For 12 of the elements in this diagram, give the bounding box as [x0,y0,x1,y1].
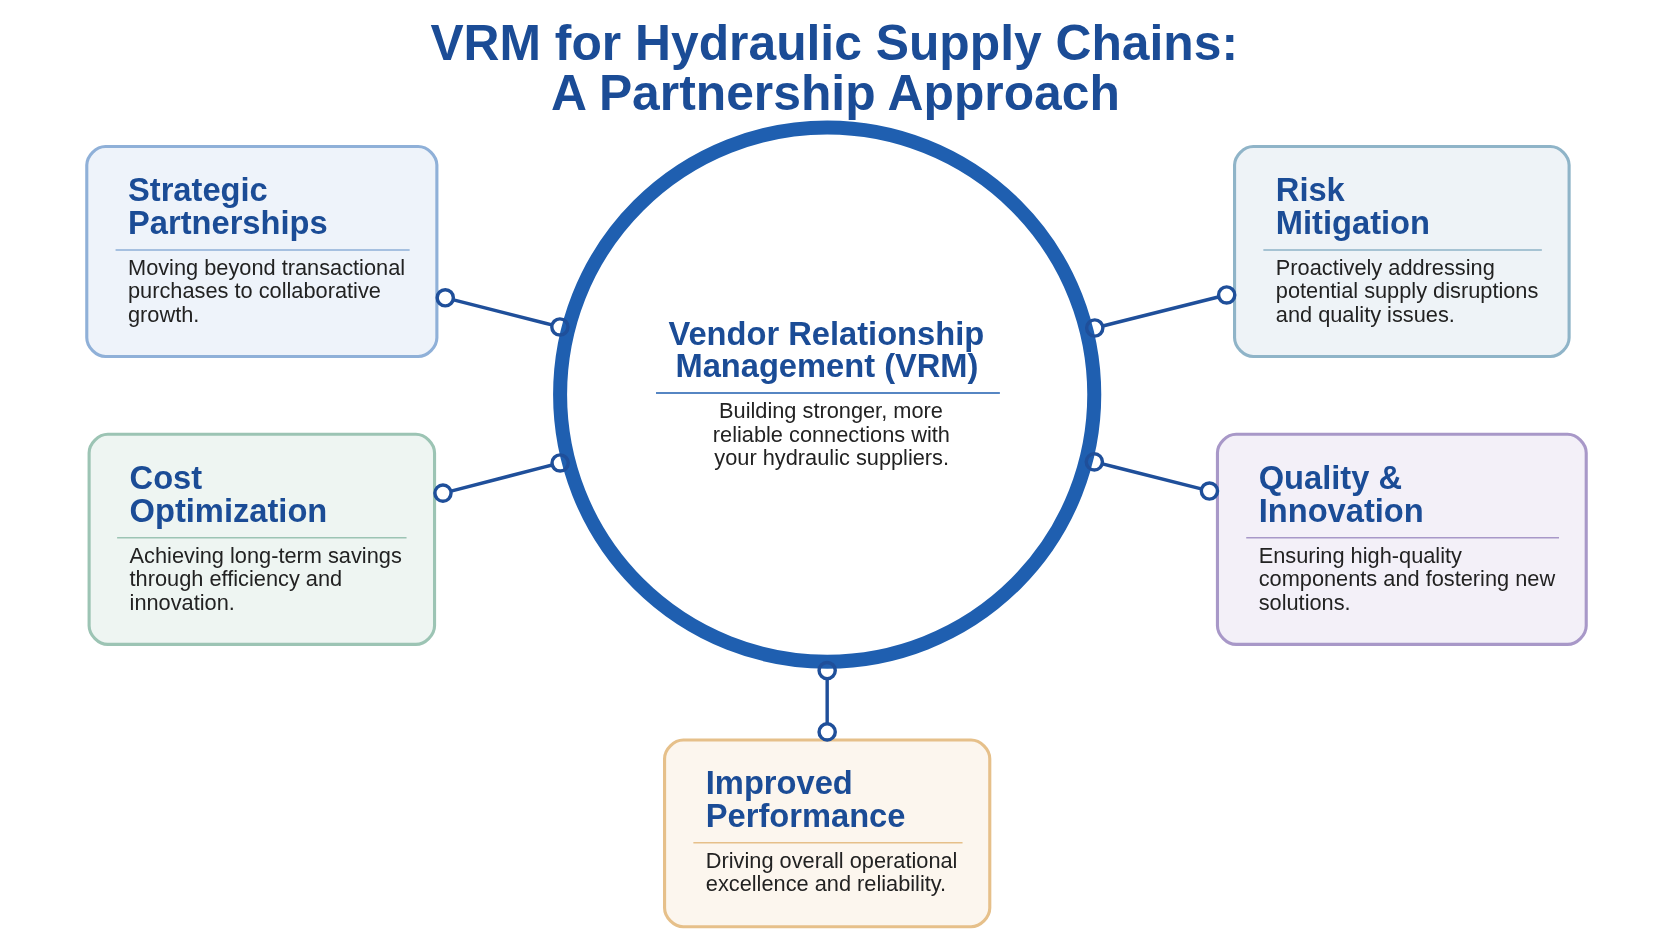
connector [432,452,570,503]
node-box: Quality & Innovation Ensuring high-quality components and fostering new solutions. [1215,432,1588,646]
connector [1084,451,1219,501]
node-box: Improved Performance Driving overall operational excellence and reliability. [662,738,991,928]
diagram-title: VRM for Hydraulic Supply Chains: A Partnership Approach [429,14,1238,121]
connector [434,287,570,337]
node-circle: Vendor Relationship Management (VRM) Building stronger, more reliable connections with your hydraulic suppliers. [552,120,1101,669]
connector [1084,284,1236,338]
node-box: Strategic Partnerships Moving beyond transactional purchases to collaborative growth. [84,144,438,358]
connector [816,660,837,742]
node-box: Cost Optimization Achieving long-term savings through efficiency and innovation. [87,432,436,646]
node-box: Risk Mitigation Proactively addressing potential supply disruptions and quality issues. [1232,144,1571,358]
